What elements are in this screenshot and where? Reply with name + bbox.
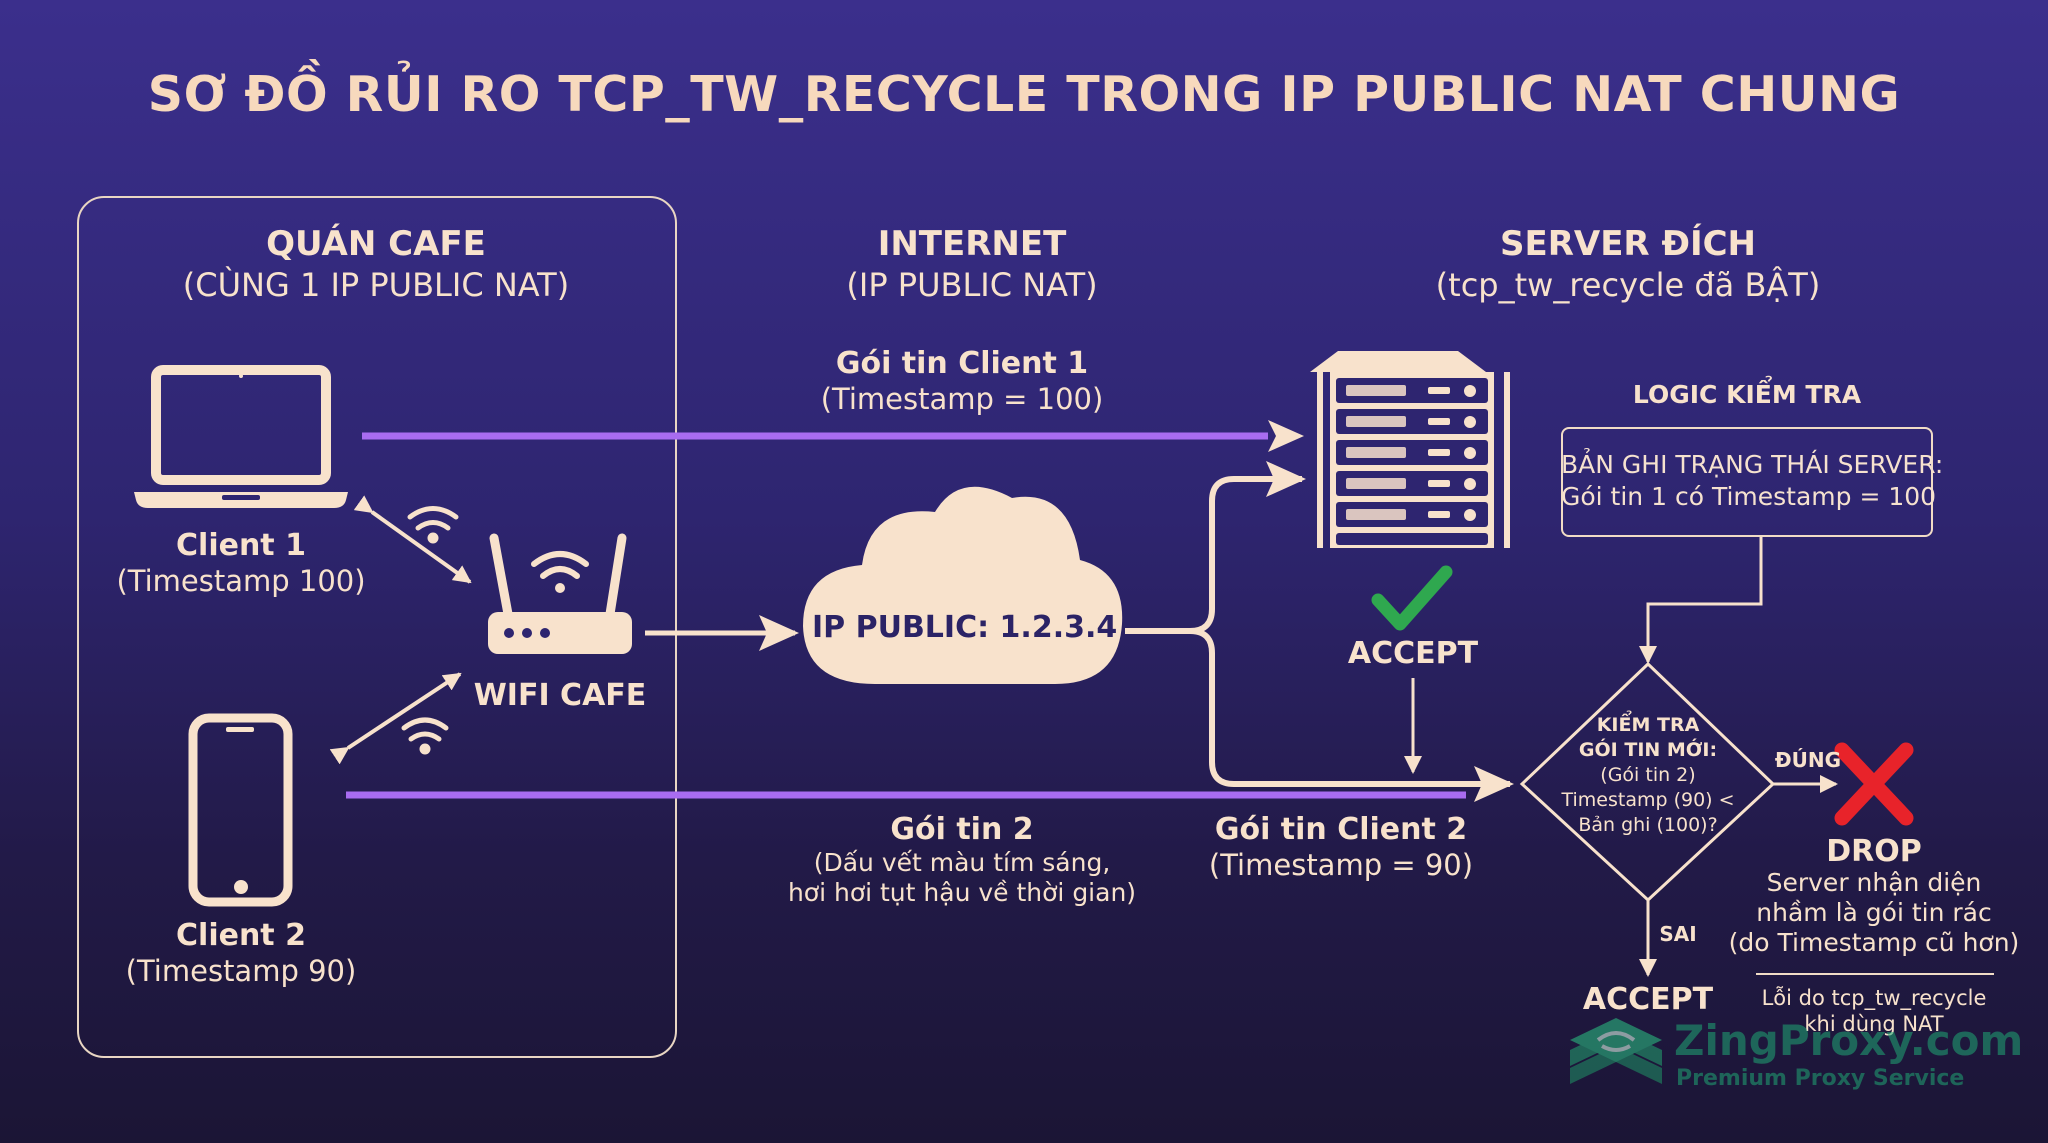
arrow-cloud-decision bbox=[1189, 628, 1514, 802]
connector-log-decision bbox=[1639, 537, 1763, 664]
server-record-box bbox=[1561, 427, 1933, 537]
diagram-title: SƠ ĐỒ RỦI RO TCP_TW_RECYCLE TRONG IP PUB… bbox=[147, 66, 1901, 123]
internet-heading: INTERNET bbox=[877, 224, 1067, 264]
router-icon bbox=[488, 533, 632, 654]
note-line1: Lỗi do tcp_tw_recycle bbox=[1761, 986, 1987, 1010]
server-icon bbox=[1310, 351, 1510, 548]
cross-icon bbox=[1834, 742, 1914, 826]
zingproxy-logo-icon bbox=[1570, 1018, 1662, 1084]
client1-timestamp: (Timestamp 100) bbox=[116, 564, 366, 598]
packet1-timestamp: (Timestamp = 100) bbox=[820, 382, 1104, 416]
drop-label: DROP bbox=[1826, 834, 1922, 869]
cafe-panel bbox=[77, 196, 677, 1058]
wifi-icon-client1 bbox=[407, 506, 459, 544]
laptop-icon bbox=[134, 365, 348, 508]
watermark-tagline: Premium Proxy Service bbox=[1676, 1066, 1965, 1091]
check-line5: Bản ghi (100)? bbox=[1578, 814, 1718, 836]
packet2-client-title: Gói tin Client 2 bbox=[1214, 812, 1468, 847]
check-line4: Timestamp (90) < bbox=[1561, 789, 1735, 811]
server-record-line1: BẢN GHI TRẠNG THÁI SERVER: bbox=[1561, 450, 1944, 479]
no-label: SAI bbox=[1659, 922, 1697, 946]
decision-accept-label: ACCEPT bbox=[1582, 982, 1714, 1017]
note-line2: khi dùng NAT bbox=[1804, 1012, 1944, 1036]
drop-desc-line3: (do Timestamp cũ hơn) bbox=[1728, 928, 2020, 957]
arrow-cloud-server bbox=[1125, 461, 1306, 634]
packet-line-client1-head bbox=[1268, 420, 1304, 452]
check-icon bbox=[1371, 565, 1453, 631]
drop-desc-line2: nhầm là gói tin rác bbox=[1756, 898, 1992, 927]
link-client2-router bbox=[329, 672, 462, 765]
packet1-title: Gói tin Client 1 bbox=[835, 346, 1089, 381]
packet2-desc-line1: (Dấu vết màu tím sáng, bbox=[813, 848, 1111, 877]
cloud-label: IP PUBLIC: 1.2.3.4 bbox=[812, 610, 1118, 645]
server-heading: SERVER ĐÍCH bbox=[1500, 224, 1756, 264]
client2-name: Client 2 bbox=[176, 918, 306, 953]
link-client1-router bbox=[353, 495, 472, 584]
wifi-icon-client2 bbox=[401, 717, 449, 755]
client1-name: Client 1 bbox=[176, 528, 306, 563]
packet2-client-timestamp: (Timestamp = 90) bbox=[1208, 848, 1474, 882]
router-label: WIFI CAFE bbox=[473, 678, 647, 713]
packet2-desc-line2: hơi hơi tụt hậu về thời gian) bbox=[787, 878, 1137, 907]
yes-label: ĐÚNG bbox=[1774, 748, 1842, 772]
server-accept-label: ACCEPT bbox=[1347, 636, 1479, 671]
check-line1: KIỂM TRA bbox=[1596, 714, 1700, 736]
logic-heading: LOGIC KIỂM TRA bbox=[1632, 380, 1862, 409]
drop-desc-line1: Server nhận diện bbox=[1766, 868, 1982, 897]
cafe-heading: QUÁN CAFE bbox=[266, 224, 486, 264]
check-line3: (Gói tin 2) bbox=[1600, 764, 1696, 786]
cafe-subheading: (CÙNG 1 IP PUBLIC NAT) bbox=[182, 266, 570, 304]
watermark-brand: ZingProxy.com bbox=[1674, 1016, 2024, 1065]
server-subheading: (tcp_tw_recycle đã BẬT) bbox=[1435, 266, 1821, 304]
check-line2: GÓI TIN MỚI: bbox=[1578, 739, 1718, 761]
server-record-line2: Gói tin 1 có Timestamp = 100 bbox=[1561, 482, 1937, 511]
phone-icon bbox=[188, 713, 293, 907]
packet2-title: Gói tin 2 bbox=[890, 812, 1034, 847]
client2-timestamp: (Timestamp 90) bbox=[125, 954, 357, 988]
internet-subheading: (IP PUBLIC NAT) bbox=[846, 266, 1098, 304]
cloud-shape bbox=[803, 486, 1123, 684]
